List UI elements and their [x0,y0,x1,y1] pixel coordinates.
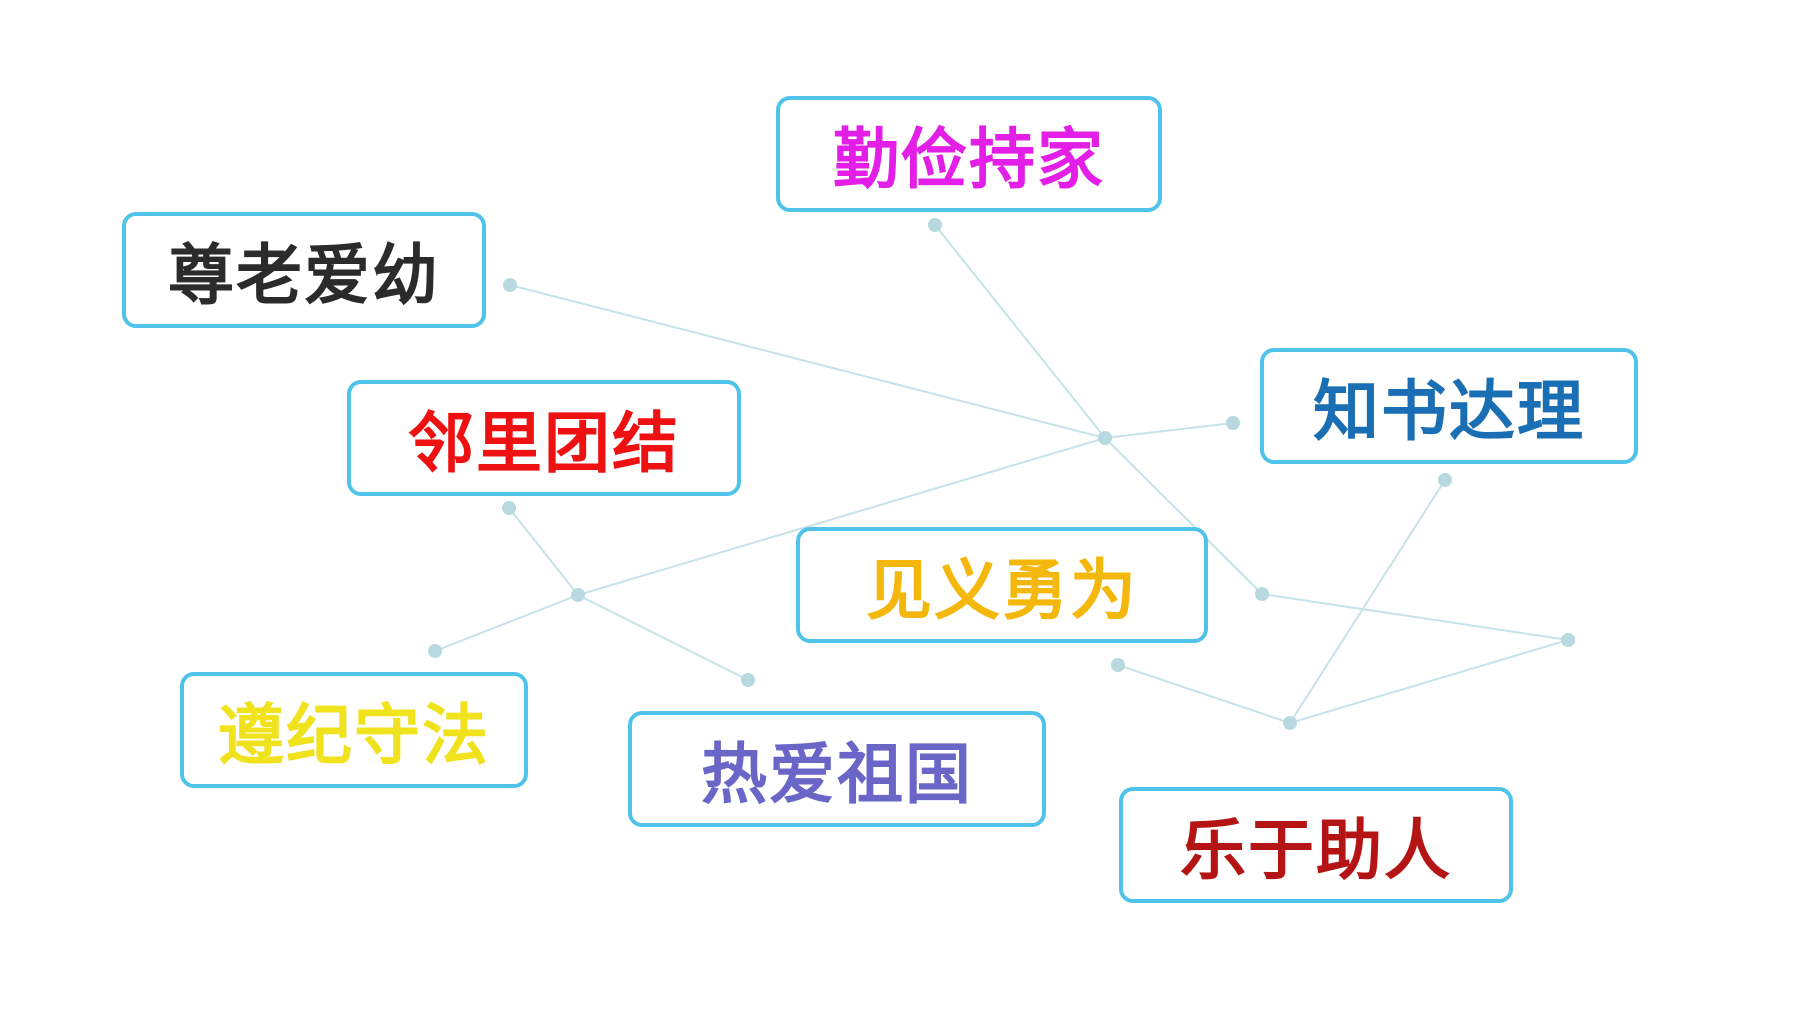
connector-line [434,594,579,652]
connector-dot [502,501,516,515]
connector-dot [1283,716,1297,730]
connector-dot [1561,633,1575,647]
connector-line [1289,479,1446,724]
connector-line [1289,639,1569,724]
tag-thrifty-household: 勤俭持家 [776,96,1162,212]
connector-line [1117,664,1291,724]
connector-line [1104,437,1263,595]
connector-dot [428,644,442,658]
connector-dot [571,588,585,602]
tag-educated-reasonable: 知书达理 [1260,348,1638,464]
connector-line [1104,422,1234,439]
connector-dot [1226,416,1240,430]
connector-dot [741,673,755,687]
connector-line [508,507,579,596]
connector-dot [503,278,517,292]
tag-love-country: 热爱祖国 [628,711,1046,827]
connector-dot [928,218,942,232]
connector-line [577,594,749,681]
tag-brave-righteous: 见义勇为 [796,527,1208,643]
connector-line [1261,593,1569,641]
connector-line [934,224,1106,439]
tag-helping-others: 乐于助人 [1119,787,1513,903]
tag-law-abiding: 遵纪守法 [180,672,528,788]
connector-dot [1111,658,1125,672]
connector-dot [1255,587,1269,601]
tag-neighbor-unity: 邻里团结 [347,380,741,496]
connector-dot [1098,431,1112,445]
tag-respect-elders: 尊老爱幼 [122,212,486,328]
connector-dot [1438,473,1452,487]
connector-line [577,437,1106,596]
connector-line [509,284,1106,439]
